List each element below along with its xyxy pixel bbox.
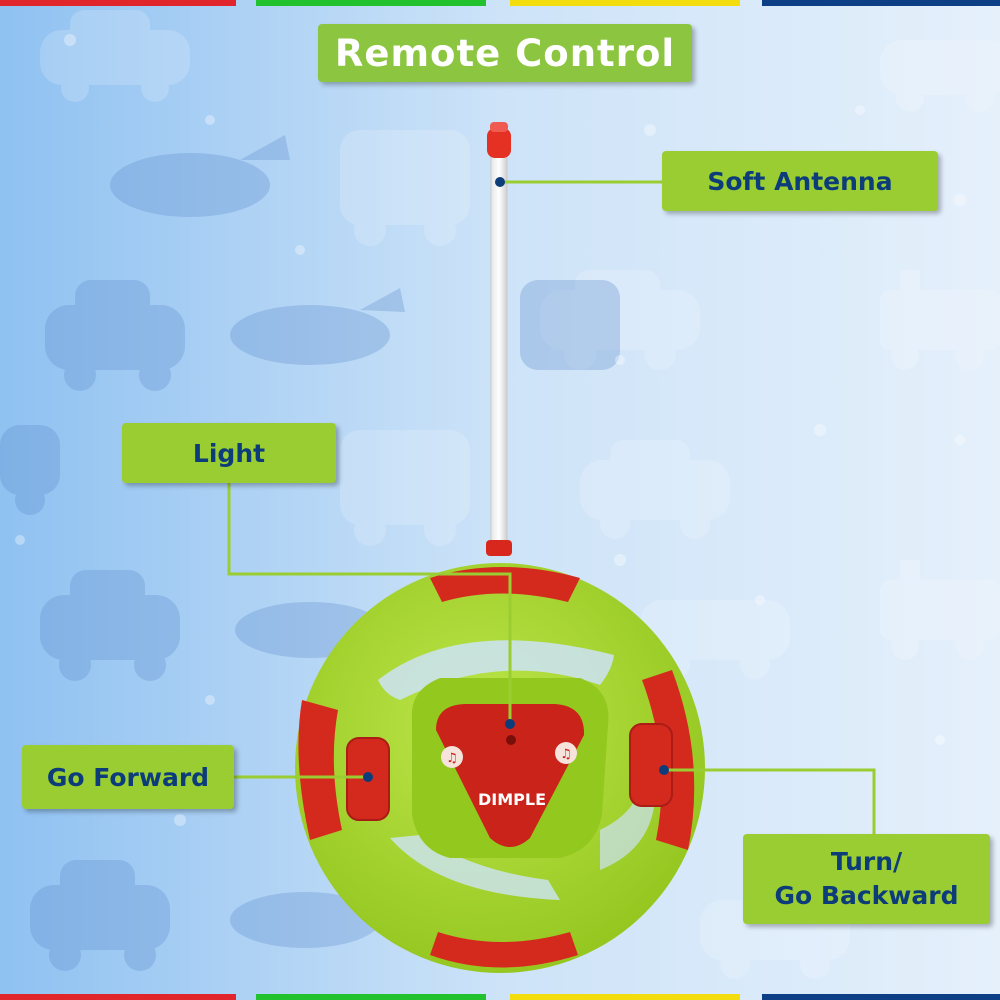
top-stripe-yellow	[510, 0, 740, 6]
train-icon	[880, 270, 1000, 370]
top-stripe-green	[256, 0, 486, 6]
car-icon	[45, 280, 185, 391]
airplane-icon	[230, 288, 405, 365]
steering-wheel-body: ♫ ♫	[295, 563, 705, 973]
svg-text:♫: ♫	[446, 751, 458, 766]
bottom-stripe-green	[256, 994, 486, 1000]
car-icon	[540, 270, 700, 370]
car-icon	[40, 10, 190, 102]
light-label: Light	[122, 423, 336, 483]
airplane-icon	[230, 892, 380, 948]
turn-label-line: Turn/	[830, 847, 903, 876]
top-stripe-blue	[762, 0, 1000, 6]
train-icon	[880, 560, 1000, 660]
light-marker-dot	[505, 719, 515, 729]
soft-antenna-label: Soft Antenna	[662, 151, 938, 211]
bus-icon	[340, 430, 470, 546]
bottom-stripe-blue	[762, 994, 1000, 1000]
forward-marker-dot	[363, 772, 373, 782]
bus-icon	[340, 130, 470, 246]
antenna-marker-dot	[495, 177, 505, 187]
car-icon	[30, 860, 170, 971]
svg-text:♫: ♫	[560, 747, 572, 762]
backward-connector-line	[664, 768, 876, 834]
car-icon	[880, 40, 1000, 112]
bus-icon	[520, 280, 620, 370]
airplane-icon	[110, 135, 290, 217]
brand-logo: DIMPLE	[478, 790, 546, 809]
light-connector-line	[227, 483, 512, 724]
car-icon	[0, 425, 60, 515]
bottom-stripe-red	[0, 994, 236, 1000]
car-icon	[580, 440, 730, 539]
turn-go-backward-label: Turn/ Go Backward	[743, 834, 990, 924]
page-title: Remote Control	[318, 24, 692, 82]
go-backward-label-line: Go Backward	[774, 881, 959, 910]
backward-marker-dot	[659, 765, 669, 775]
go-forward-label: Go Forward	[22, 745, 234, 809]
bottom-stripe-yellow	[510, 994, 740, 1000]
top-stripe-red	[0, 0, 236, 6]
antenna	[486, 122, 512, 556]
car-icon	[40, 570, 180, 681]
